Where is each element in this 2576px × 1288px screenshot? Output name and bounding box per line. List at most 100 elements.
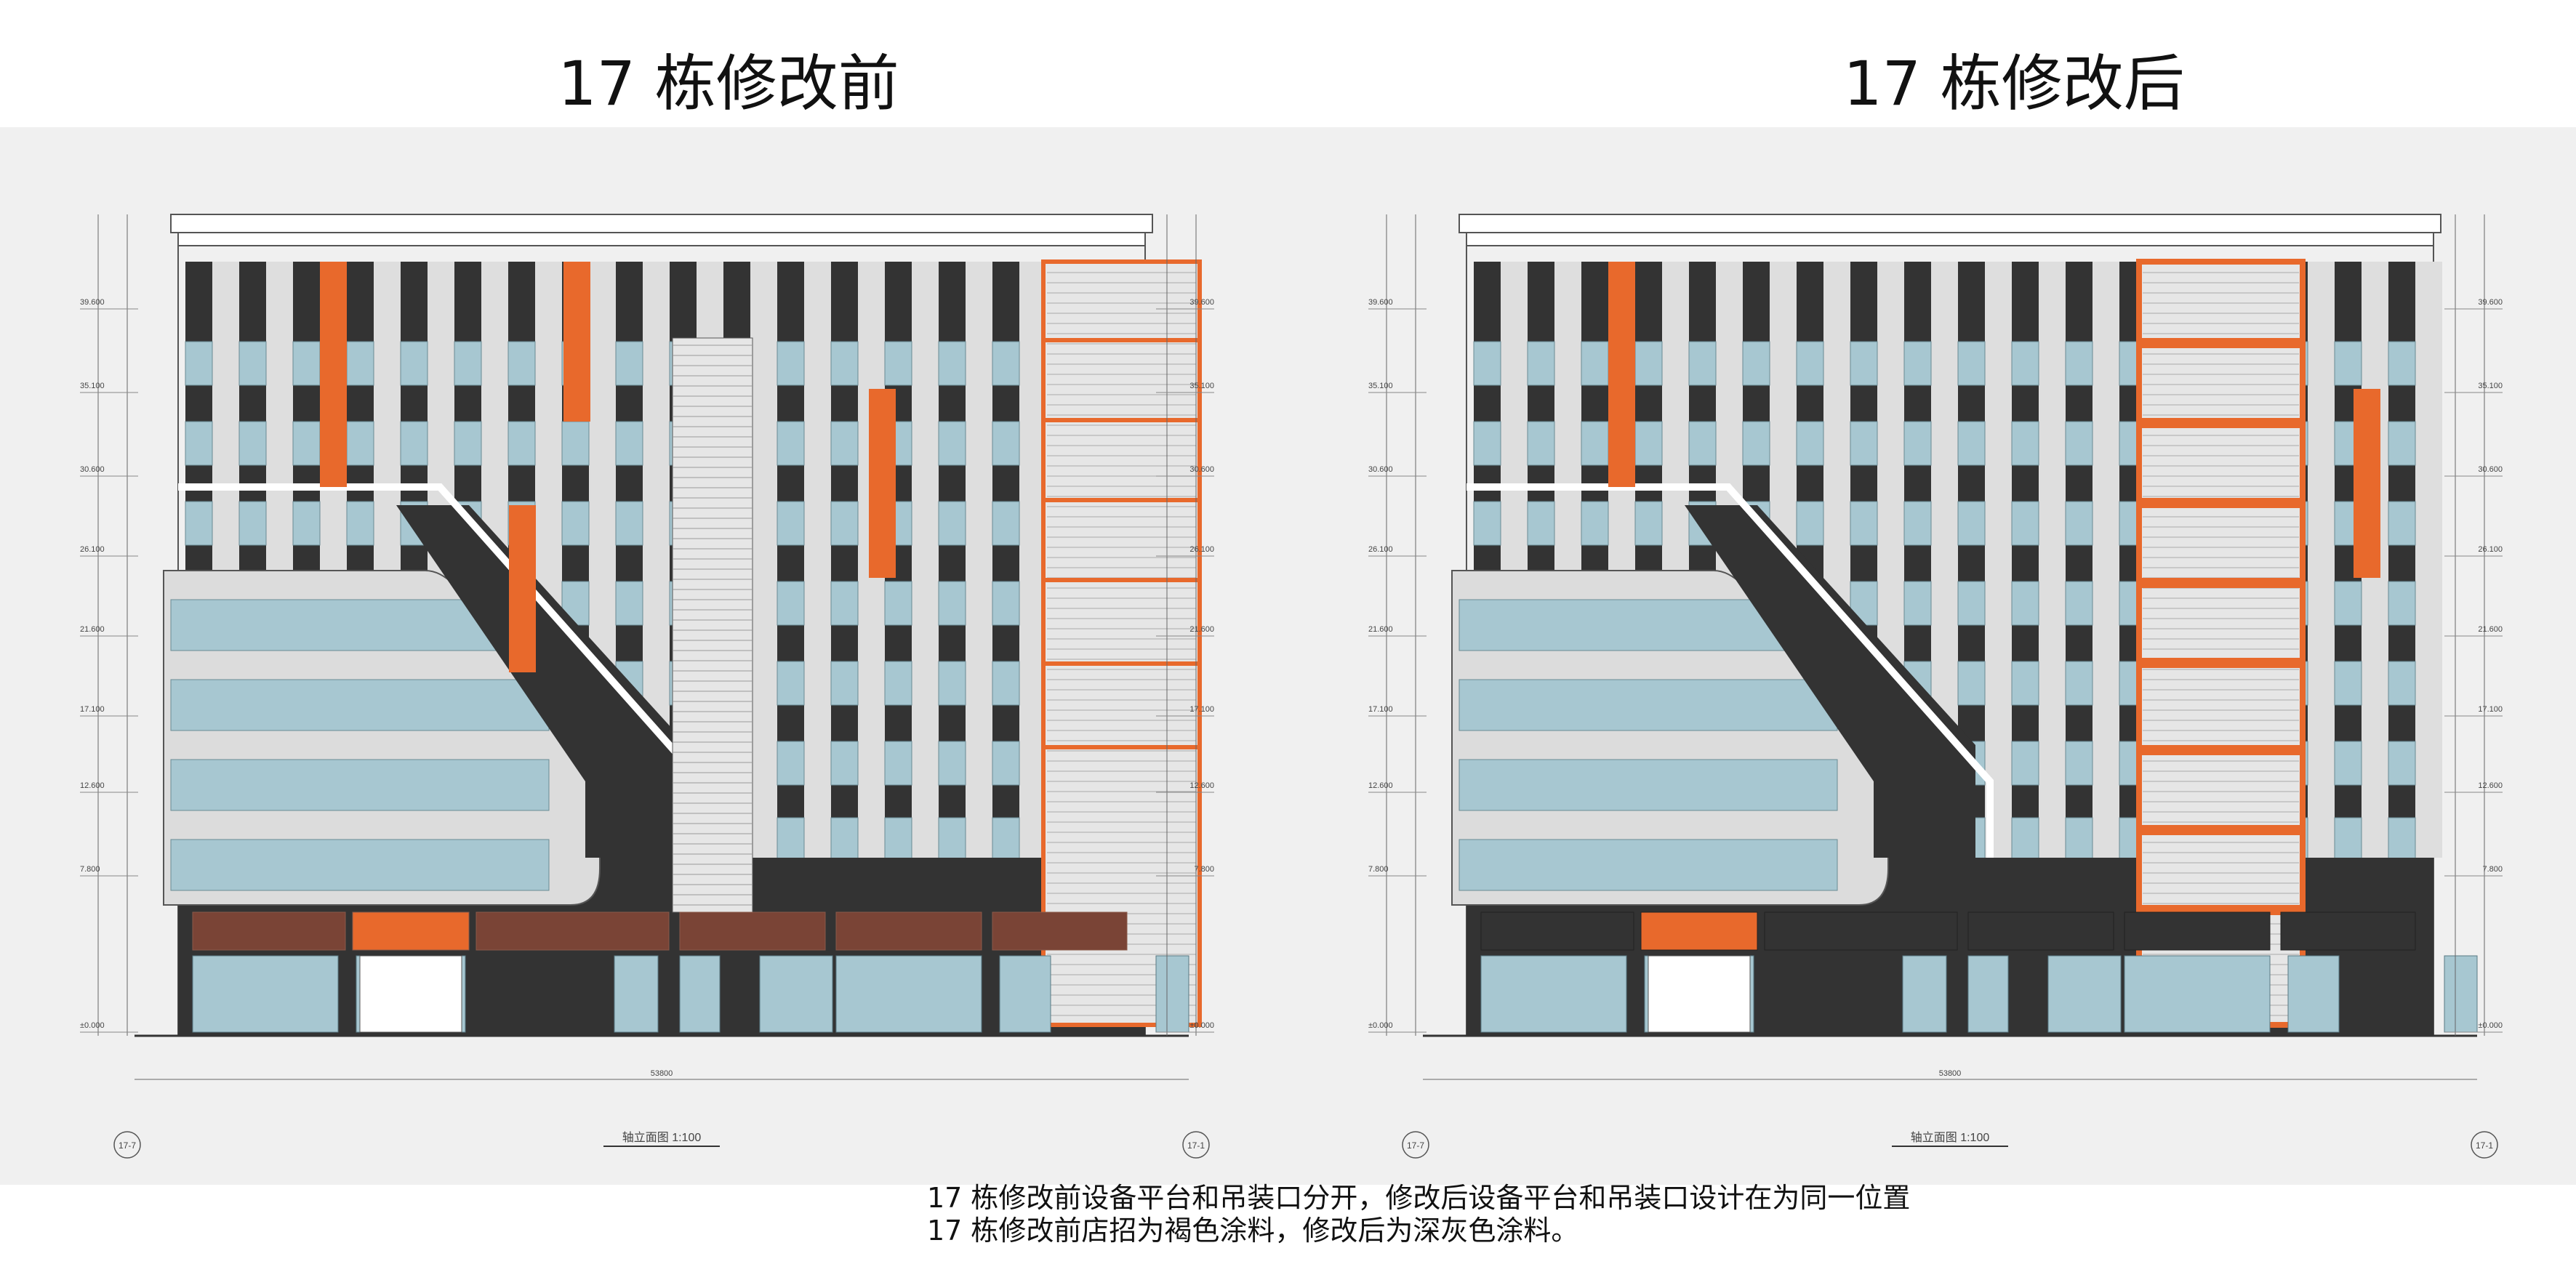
shopfront-glass [1967, 955, 2009, 1033]
window-panel [1581, 501, 1609, 546]
window-panel [2388, 661, 2416, 706]
level-label: 12.600 [1189, 781, 1214, 790]
level-label: 21.600 [1368, 625, 1393, 634]
window-panel [454, 341, 482, 386]
window-panel [777, 421, 805, 466]
shopfront-glass [1902, 955, 1947, 1033]
window-panel [1903, 341, 1932, 386]
level-label: ±0.000 [1368, 1021, 1393, 1030]
roof-parapet [170, 214, 1153, 233]
shopfront-glass [192, 955, 339, 1033]
shop-signage [2280, 911, 2416, 951]
platform-orange-band [2139, 578, 2303, 588]
level-label: 17.100 [2478, 705, 2503, 714]
window-panel [2065, 341, 2093, 386]
roof-cornice [177, 232, 1146, 246]
window-panel [1796, 501, 1824, 546]
window-panel [992, 501, 1020, 546]
window-panel [185, 501, 213, 546]
level-label: 21.600 [1189, 625, 1214, 634]
window-panel [1527, 341, 1555, 386]
window-panel [2334, 817, 2362, 862]
window-panel [1634, 501, 1663, 546]
shopfront-glass [2047, 955, 2122, 1033]
podium-glass-band [1458, 679, 1838, 731]
window-panel [1796, 421, 1824, 466]
platform-orange-band [1043, 661, 1200, 666]
roof-cornice [1466, 232, 2434, 246]
shopfront-glass [1155, 955, 1189, 1033]
orange-accent-strip [320, 262, 347, 487]
level-label: 12.600 [80, 781, 105, 790]
window-panel [185, 341, 213, 386]
platform-orange-band [1043, 745, 1200, 749]
platform-orange-band [1043, 498, 1200, 502]
window-panel [1581, 341, 1609, 386]
facade-fin [750, 262, 777, 858]
window-panel [777, 341, 805, 386]
window-panel [992, 341, 1020, 386]
window-panel [1957, 421, 1986, 466]
window-panel [992, 581, 1020, 626]
window-panel [938, 341, 966, 386]
window-panel [2334, 661, 2362, 706]
shop-signage [2124, 911, 2271, 951]
window-panel [830, 661, 859, 706]
signage-orange [352, 911, 470, 951]
window-panel [1473, 341, 1501, 386]
axis-label-end: 17-1 [1187, 1140, 1205, 1151]
window-panel [1957, 661, 1986, 706]
window-panel [2011, 501, 2039, 546]
title-before: 17 栋修改前 [558, 48, 899, 119]
window-panel [2065, 421, 2093, 466]
orange-accent-strip [563, 262, 590, 422]
note-signage-color: 17 栋修改前店招为褐色涂料，修改后为深灰色涂料。 [927, 1215, 1579, 1247]
window-panel [2388, 421, 2416, 466]
level-label: 26.100 [1189, 545, 1214, 554]
window-panel [992, 661, 1020, 706]
window-panel [938, 817, 966, 862]
platform-orange-band [1043, 418, 1200, 422]
window-panel [1957, 501, 1986, 546]
window-panel [830, 421, 859, 466]
window-panel [615, 341, 643, 386]
shop-signage [679, 911, 826, 951]
level-label: ±0.000 [1189, 1021, 1214, 1030]
orange-accent-strip [1608, 262, 1635, 487]
window-panel [1527, 501, 1555, 546]
facade-fin [2093, 262, 2119, 858]
window-panel [830, 501, 859, 546]
window-panel [1850, 421, 1878, 466]
level-label: 7.800 [80, 865, 100, 874]
note-equipment-platform: 17 栋修改前设备平台和吊装口分开，修改后设备平台和吊装口设计在为同一位置 [927, 1182, 1911, 1214]
facade-fin [2415, 262, 2442, 858]
diagonal-dark-band [396, 505, 687, 858]
window-panel [2011, 581, 2039, 626]
window-panel [1473, 501, 1501, 546]
level-label: 35.100 [80, 382, 105, 390]
window-panel [830, 581, 859, 626]
axis-bubble [1402, 1131, 1429, 1159]
window-panel [507, 341, 536, 386]
level-label: 39.600 [80, 298, 105, 307]
window-panel [2388, 341, 2416, 386]
shop-signage [992, 911, 1128, 951]
level-label: 35.100 [2478, 382, 2503, 390]
orange-accent-strip [869, 389, 896, 578]
window-panel [992, 817, 1020, 862]
window-panel [830, 741, 859, 786]
podium-glass-band [170, 759, 550, 811]
equipment-platform-merged [2136, 259, 2306, 1028]
level-label: 17.100 [1189, 705, 1214, 714]
level-label: 30.600 [80, 465, 105, 474]
axis-bubble [113, 1131, 141, 1159]
total-width-dim: 53800 [651, 1069, 673, 1078]
window-panel [292, 421, 321, 466]
window-panel [1903, 501, 1932, 546]
signage-orange [1640, 911, 1758, 951]
platform-orange-band [2139, 498, 2303, 508]
window-panel [400, 341, 428, 386]
axis-label-start: 17-7 [1407, 1140, 1424, 1151]
level-label: 17.100 [1368, 705, 1393, 714]
